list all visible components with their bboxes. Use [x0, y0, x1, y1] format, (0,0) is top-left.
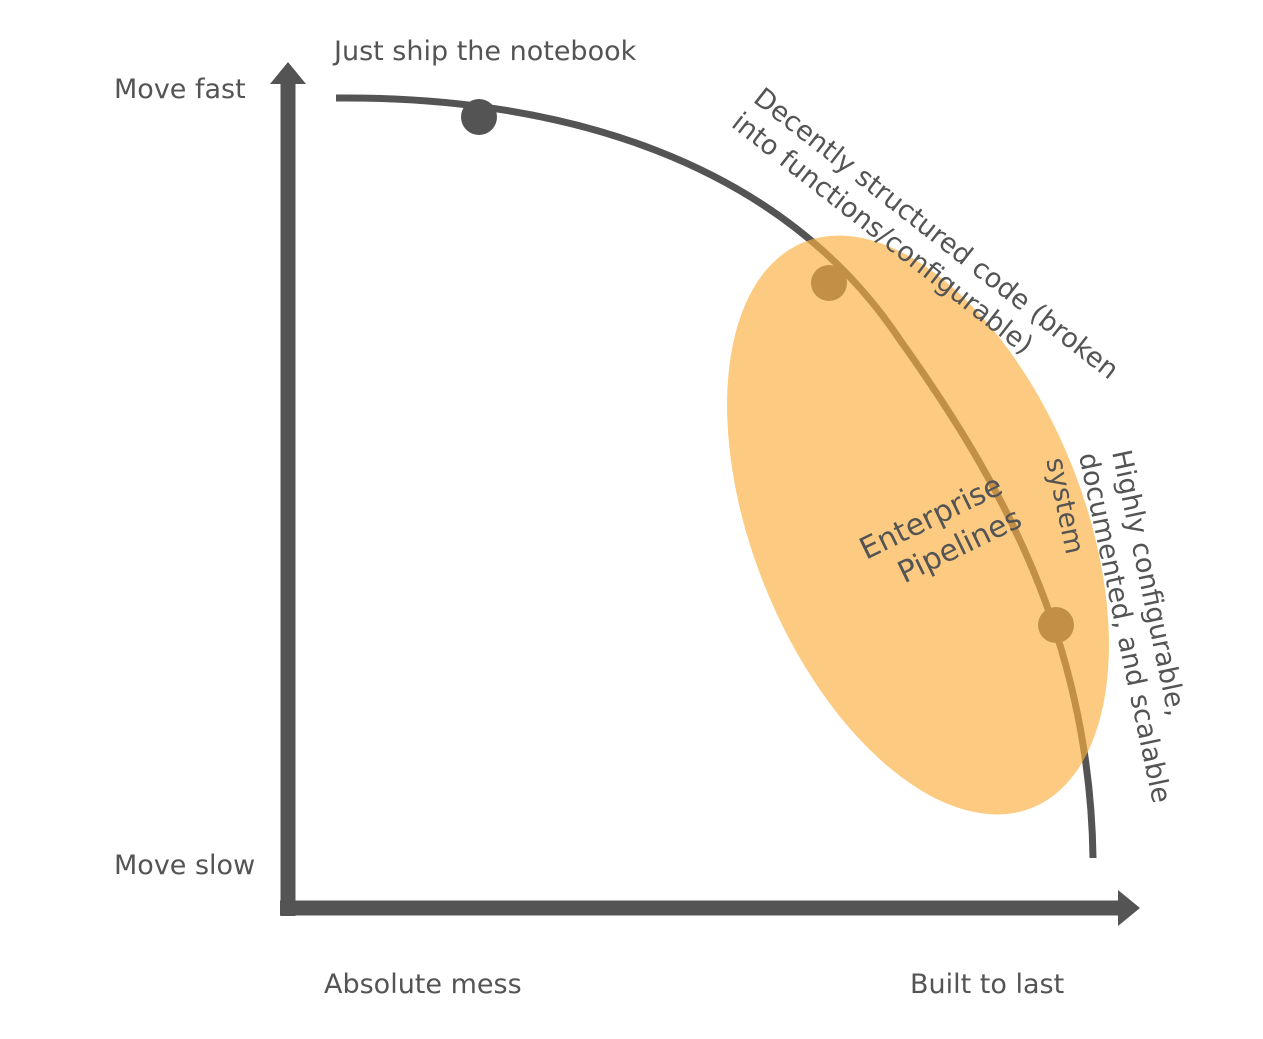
point-notebook: [461, 99, 497, 135]
x-right-label: Built to last: [910, 969, 1064, 1000]
y-top-label: Move fast: [114, 74, 246, 105]
x-axis-arrowhead: [1118, 890, 1140, 926]
x-left-label: Absolute mess: [324, 969, 522, 1000]
y-bottom-label: Move slow: [114, 850, 255, 881]
axes: [270, 62, 1140, 926]
label-notebook: Just ship the notebook: [332, 36, 637, 67]
enterprise-region: [727, 235, 1109, 815]
y-axis-arrowhead: [270, 62, 306, 84]
